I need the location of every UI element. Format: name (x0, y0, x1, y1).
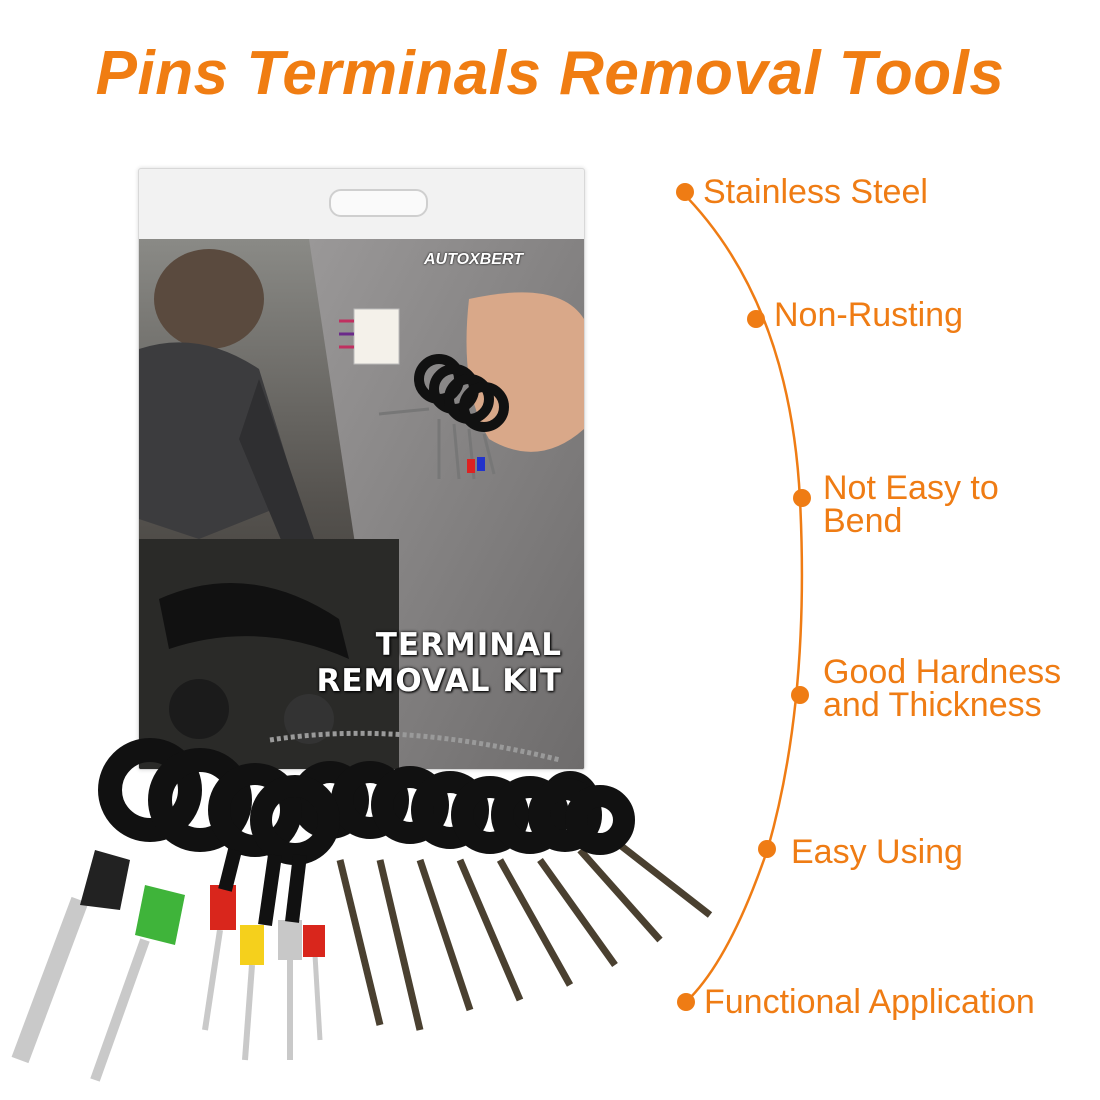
feature-bullet (747, 310, 765, 328)
feature-line: and Thickness (823, 686, 1042, 724)
package-title-line2: REMOVAL KIT (316, 663, 562, 699)
feature-stainless-steel: Stainless Steel (703, 173, 928, 211)
package-title-line1: TERMINAL (375, 627, 562, 663)
feature-bullet (677, 993, 695, 1011)
brand-logo: AUTOXBERT (424, 251, 523, 268)
feature-good-hardness: Good Hardness and Thickness (823, 653, 1062, 724)
removal-tools-fan (11, 730, 713, 1082)
feature-line: Good Hardness (823, 653, 1062, 691)
feature-bullet (758, 840, 776, 858)
feature-bullet (791, 686, 809, 704)
feature-bullet (676, 183, 694, 201)
feature-not-easy-to-bend: Not Easy to Bend (823, 469, 999, 540)
hang-hole (329, 189, 428, 217)
feature-non-rusting: Non-Rusting (774, 296, 963, 334)
feature-functional-application: Functional Application (704, 983, 1035, 1021)
feature-bullet (793, 489, 811, 507)
feature-line: Bend (823, 502, 903, 540)
feature-easy-using: Easy Using (791, 833, 963, 871)
feature-line: Not Easy to (823, 469, 999, 507)
page-title: Pins Terminals Removal Tools (95, 39, 1005, 108)
package-photo (139, 239, 584, 769)
product-package: AUTOXBERT TERMINAL REMOVAL KIT (138, 168, 585, 770)
